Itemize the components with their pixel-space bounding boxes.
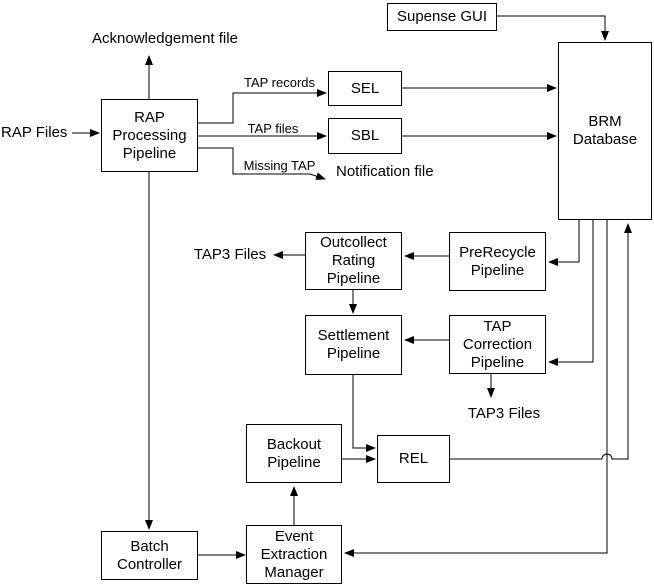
node-rap-processing-pipeline: RAP Processing Pipeline — [101, 99, 198, 172]
label-missing-tap: Missing TAP — [243, 158, 316, 173]
node-rel: REL — [377, 435, 450, 483]
edge-supense-to-brm — [497, 15, 609, 41]
node-sbl-label: SBL — [350, 127, 380, 144]
label-acknowledgement-file: Acknowledgement file — [92, 30, 238, 47]
edge-settlement-to-rel — [352, 375, 376, 452]
node-prerecycle-pipeline: PreRecycle Pipeline — [449, 232, 546, 291]
node-sel-label: SEL — [350, 79, 380, 97]
node-settlement-pipeline: Settlement Pipeline — [305, 315, 402, 375]
node-batch-controller-label: Batch Controller — [116, 537, 183, 573]
label-tap3-files-correction: TAP3 Files — [467, 405, 541, 422]
label-notification-file: Notification file — [336, 163, 434, 180]
node-settlement-pipeline-label: Settlement Pipeline — [317, 327, 390, 362]
node-rap-processing-pipeline-label: RAP Processing Pipeline — [112, 108, 187, 162]
edge-rel-to-brm — [449, 223, 632, 460]
edge-brm-to-prerecycle — [548, 220, 580, 266]
node-event-extraction-manager-label: Event Extraction Manager — [260, 527, 328, 581]
node-backout-pipeline-label: Backout Pipeline — [266, 435, 322, 471]
node-tap-correction-pipeline-label: TAP Correction Pipeline — [462, 317, 533, 371]
edge-rap-to-notification — [198, 147, 326, 180]
label-tap3-files-outcollect: TAP3 Files — [193, 246, 267, 263]
node-batch-controller: Batch Controller — [101, 531, 198, 580]
node-sbl: SBL — [328, 118, 402, 154]
edge-rap-to-sel — [198, 89, 327, 124]
node-outcollect-rating-pipeline-label: Outcollect Rating Pipeline — [320, 234, 387, 287]
node-brm-database: BRM Database — [558, 42, 652, 220]
label-tap-records: TAP records — [243, 75, 316, 90]
node-event-extraction-manager: Event Extraction Manager — [246, 525, 342, 584]
node-sel: SEL — [328, 71, 402, 106]
node-rel-label: REL — [398, 450, 429, 467]
node-supense-gui: Supense GUI — [387, 3, 497, 31]
label-rap-files: RAP Files — [1, 124, 68, 141]
node-prerecycle-pipeline-label: PreRecycle Pipeline — [459, 243, 536, 279]
label-tap-files: TAP files — [247, 121, 299, 136]
edge-brm-to-tapcorrection — [548, 220, 594, 366]
node-tap-correction-pipeline: TAP Correction Pipeline — [449, 315, 546, 374]
node-backout-pipeline: Backout Pipeline — [246, 424, 342, 483]
node-brm-database-label: BRM Database — [572, 113, 638, 148]
node-supense-gui-label: Supense GUI — [396, 8, 488, 25]
node-outcollect-rating-pipeline: Outcollect Rating Pipeline — [305, 232, 402, 290]
edge-brm-to-event-extraction — [344, 220, 608, 557]
